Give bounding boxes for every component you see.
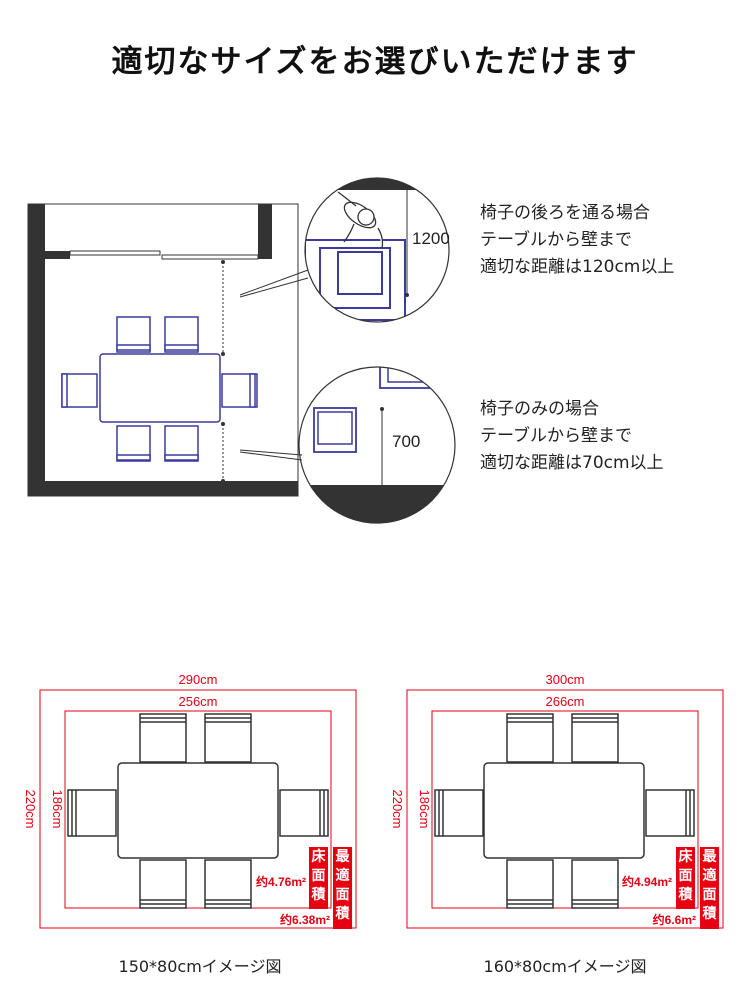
layout2-inner-area: 约4.94m² [622,874,672,889]
layout2-inner-width: 266cm [545,694,584,709]
layout2-outer-area: 约6.6m² [653,912,696,927]
zoom2-dimension: 700 [392,432,420,451]
layout2-floor-area-stamp: 床面積 [676,847,695,909]
dining-set-plan [61,316,258,462]
page-title: 適切なサイズをお選びいただけます [111,44,639,80]
zoom-pointers [239,269,309,461]
note-chair-line-1: 椅子のみの場合 [480,399,599,419]
layout1-inner-width: 256cm [178,694,217,709]
layout1-caption: 150*80cmイメージ図 [118,957,282,976]
chair-left [61,373,98,408]
note-walkway-line-3: 適切な距離は120cm以上 [480,257,675,277]
zoom-circle-chair-only [298,366,456,524]
layout-diagram-150 [39,689,357,929]
layout2-best-area-stamp: 最適面積 [700,847,719,929]
note-chair-only: 椅子のみの場合 テーブルから壁まで 適切な距離は70cm以上 [480,396,664,477]
note-walkway-line-2: テーブルから壁まで [480,230,632,250]
layout-diagram-160 [406,689,724,929]
zoom1-dimension: 1200 [412,229,450,248]
note-walkway: 椅子の後ろを通る場合 テーブルから壁まで 適切な距離は120cm以上 [480,200,674,281]
layout1-best-area-stamp: 最適面積 [333,847,352,929]
layout1-outer-area: 约6.38m² [280,912,330,927]
room-walls [27,203,299,497]
layout2-caption: 160*80cmイメージ図 [483,957,647,976]
layout1-floor-area-stamp: 床面積 [309,847,328,909]
layout1-inner-height: 186cm [50,789,65,828]
layout1-outer-height: 220cm [23,789,38,828]
person-icon [337,191,384,249]
note-walkway-line-1: 椅子の後ろを通る場合 [480,203,650,223]
layout2-outer-height: 220cm [390,789,405,828]
layout2-outer-width: 300cm [545,672,584,687]
note-chair-line-3: 適切な距離は70cm以上 [480,453,664,473]
layout1-outer-width: 290cm [178,672,217,687]
layout1-inner-area: 约4.76m² [256,874,306,889]
layout2-inner-height: 186cm [417,789,432,828]
note-chair-line-2: テーブルから壁まで [480,426,632,446]
